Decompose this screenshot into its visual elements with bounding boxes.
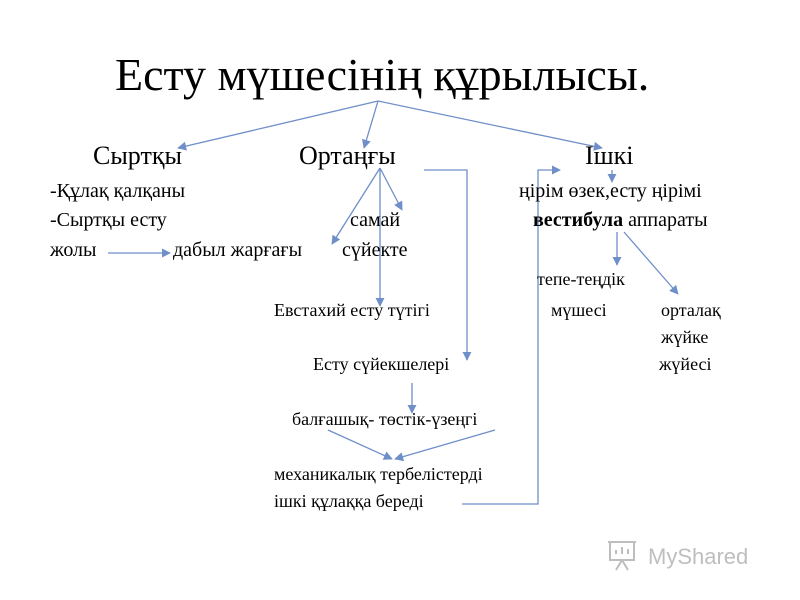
inner-ear-heading: Ішкі — [585, 141, 634, 170]
vestibular-label: вестибула аппараты — [533, 210, 708, 230]
vestibular-rest-word: аппараты — [628, 209, 708, 231]
vestibular-to-nerve-arrow — [623, 231, 679, 295]
ossicles-label: Есту сүйекшелері — [313, 354, 450, 374]
presentation-board-icon — [608, 541, 636, 571]
balance-organ-label-cont: мүшесі — [551, 300, 607, 320]
outer-ear-canal: -Сыртқы есту — [50, 209, 167, 231]
title-to-inner-arrow — [377, 100, 603, 151]
ossicle-names-label: балғашық- төстік-үзеңгі — [292, 409, 478, 429]
outer-ear-heading: Сыртқы — [93, 141, 182, 170]
watermark-text: MyShared — [648, 544, 749, 569]
central-nervous-label: орталақ — [661, 300, 721, 320]
transmission-label-cont: ішкі құлаққа береді — [274, 491, 424, 511]
outer-ear-auricle: -Құлақ қалқаны — [50, 180, 186, 202]
middle-to-eardrum-arrow — [331, 167, 381, 245]
page-title: Есту мүшесінің құрылысы. — [115, 49, 650, 100]
temporal-bone-label: самай — [350, 209, 401, 231]
temporal-bone-label-cont: сүйекте — [342, 239, 408, 261]
central-nervous-label-end: жүйесі — [659, 354, 712, 374]
eardrum-label: дабыл жарғағы — [173, 239, 303, 261]
balance-organ-label: тепе-теңдік — [537, 269, 625, 289]
myshared-watermark: MyShared — [606, 538, 766, 572]
eustachian-tube-label: Евстахий есту түтігі — [274, 300, 430, 320]
middle-ear-heading: Ортаңғы — [299, 141, 396, 170]
outer-ear-canal-cont: жолы — [50, 239, 97, 261]
cochlea-label: ңірім өзек,есту ңірімі — [519, 180, 702, 202]
names-to-transmit-right-arrow — [394, 429, 496, 462]
central-nervous-label-cont: жүйке — [661, 327, 709, 347]
vestibular-bold-word: вестибула — [533, 209, 624, 231]
middle-to-bone-arrow — [379, 167, 403, 211]
transmission-label: механикалық тербелістерді — [274, 464, 483, 484]
middle-to-ossicles-arrow — [424, 169, 472, 361]
names-to-transmit-left-arrow — [327, 429, 393, 460]
